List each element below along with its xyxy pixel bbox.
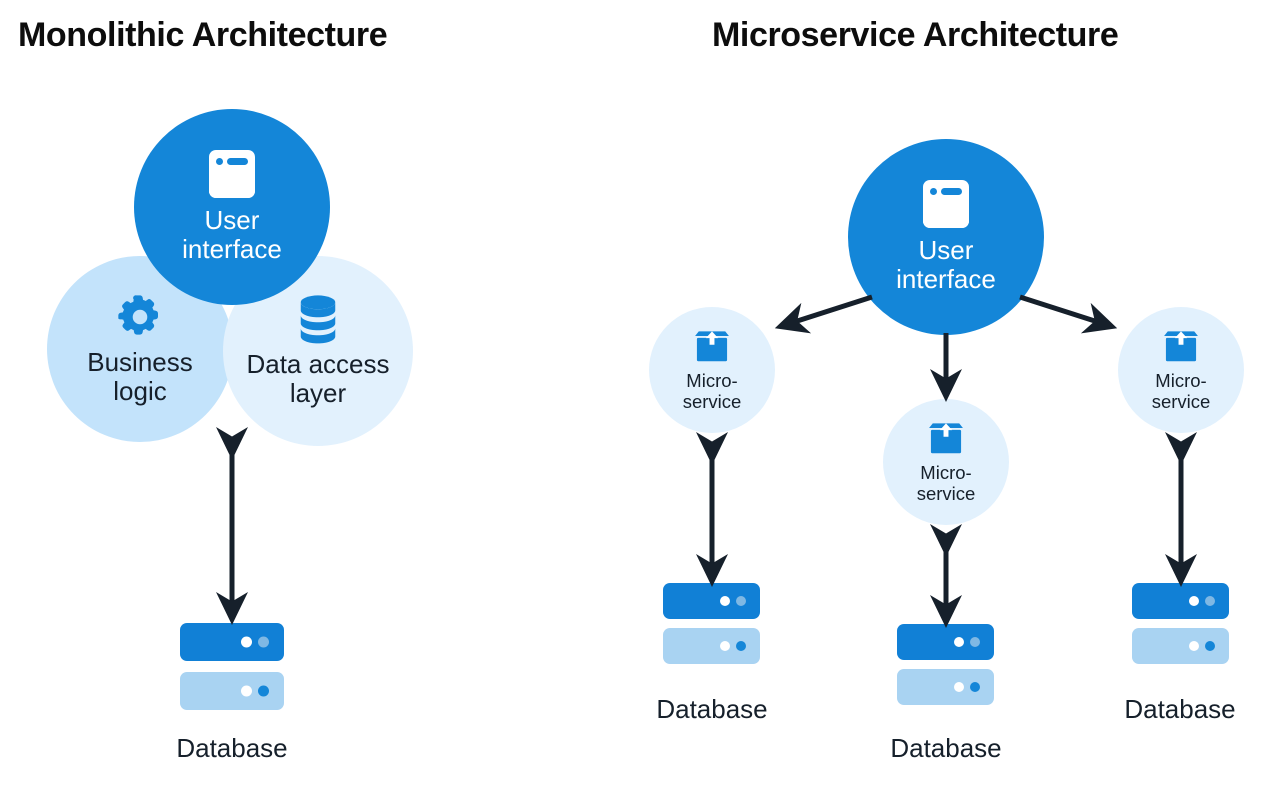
database-label-3: Database [1124,694,1236,724]
node-data-access-layer[interactable]: Data access layer [223,256,413,446]
node-user-interface-microservice[interactable]: User interface [848,139,1044,335]
db-bar-primary [663,583,760,619]
data-access-layer-label: Data access layer [246,348,390,408]
user-interface-label-microservice: User interface [896,234,996,294]
db-bar-primary [180,623,284,661]
db-bar-secondary [663,628,760,664]
node-user-interface-monolithic[interactable]: User interface [134,109,330,305]
database-label-1: Database [656,694,768,724]
database-stack-2[interactable] [897,624,994,705]
package-box-icon [926,420,966,460]
window-icon [923,179,969,228]
db-bar-secondary [180,672,284,710]
package-box-icon [692,328,732,368]
microservice-1-label: Micro- service [682,369,742,412]
node-microservice-3[interactable]: Micro- service [1118,307,1244,433]
database-label-monolithic: Database [176,733,288,763]
database-stack-1[interactable] [663,583,760,664]
business-logic-label: Business logic [87,346,193,406]
node-microservice-2[interactable]: Micro- service [883,399,1009,525]
microservice-2-label: Micro- service [916,461,976,504]
db-bar-secondary [897,669,994,705]
db-bar-primary [1132,583,1229,619]
database-cylinder-icon [295,294,341,344]
database-stack-monolithic[interactable] [180,623,284,710]
microservice-title: Microservice Architecture [712,16,1119,54]
node-microservice-1[interactable]: Micro- service [649,307,775,433]
arrow-ui-to-microservice-1 [774,294,873,334]
package-box-icon [1161,328,1201,368]
arrow-ui-to-microservice-3 [1019,294,1118,334]
gear-icon [115,292,165,342]
database-stack-3[interactable] [1132,583,1229,664]
microservice-3-label: Micro- service [1151,369,1211,412]
window-icon [209,149,255,198]
db-bar-primary [897,624,994,660]
monolithic-title: Monolithic Architecture [18,16,388,54]
db-bar-secondary [1132,628,1229,664]
user-interface-label-monolithic: User interface [182,204,282,264]
database-label-2: Database [890,733,1002,763]
